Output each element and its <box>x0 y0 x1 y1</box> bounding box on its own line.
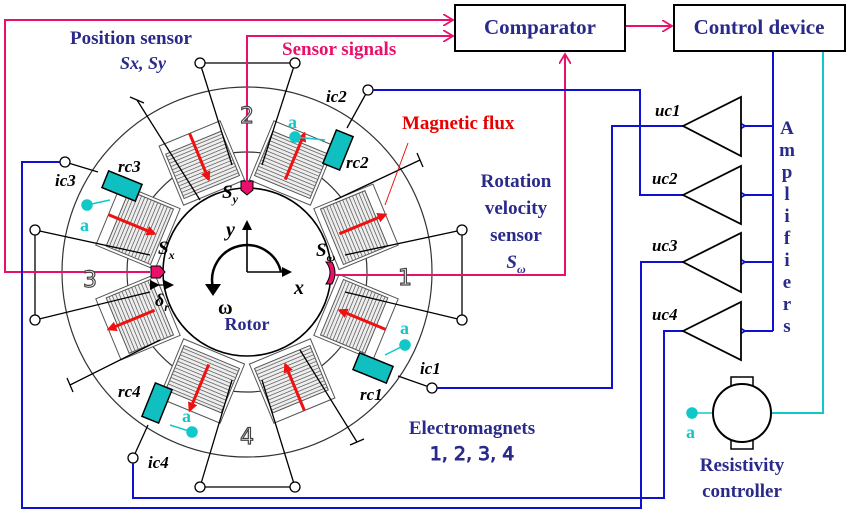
ic2-label: ic2 <box>326 87 347 106</box>
amplifier-1 <box>681 95 742 158</box>
control-device-box <box>673 4 846 52</box>
sensor-sx-icon <box>150 265 166 279</box>
rotation-label-2: velocity <box>485 198 548 219</box>
magnetic-flux-arrow <box>283 362 306 412</box>
ic4-label: ic4 <box>148 453 169 472</box>
ic1-label: ic1 <box>420 359 441 378</box>
rc1-label: rc1 <box>360 385 383 404</box>
resistor-wipers <box>81 131 713 438</box>
uc4-label: uc4 <box>652 305 678 324</box>
resistor-rc2 <box>321 128 355 172</box>
terminal-a-label: a <box>182 406 191 426</box>
sensor-s-omega-icon <box>324 261 336 285</box>
rc2-label: rc2 <box>346 153 369 172</box>
rc4-label: rc4 <box>118 382 141 401</box>
ic3-label: ic3 <box>55 171 76 190</box>
control-device-label: Control device <box>694 15 825 39</box>
resistor-rc3 <box>100 169 144 203</box>
rotation-symbol: Sω <box>506 252 526 276</box>
resistivity-controller-icon <box>712 376 772 450</box>
terminal-a-label: a <box>80 215 89 235</box>
circuit-labels: ic2 rc2 rc3 ic3 ic1 rc1 rc4 ic4 uc1 uc2 … <box>55 87 681 472</box>
rotation-label-3: sensor <box>490 225 542 246</box>
x-axis-label: x <box>293 277 304 299</box>
terminal-a-label: a <box>400 318 409 338</box>
electromagnet-2-number: 2 <box>240 104 254 129</box>
terminal-a-label: a <box>288 112 297 132</box>
magnetic-flux-arrow <box>338 213 388 236</box>
magnetic-flux-pointer <box>384 142 409 206</box>
resistivity-line <box>771 50 824 414</box>
rotation-arrowhead-icon <box>205 284 221 296</box>
rotation-label-1: Rotation <box>481 171 552 192</box>
uc3-label: uc3 <box>652 236 678 255</box>
comparator-label: Comparator <box>484 15 596 39</box>
amplifier-2 <box>680 164 742 226</box>
omega-label: ω <box>218 297 233 319</box>
amplifier-3 <box>681 231 742 294</box>
rotor-label: Rotor <box>225 314 270 334</box>
sx-label: Sx <box>158 238 175 262</box>
resistors <box>100 128 395 425</box>
terminals <box>29 57 468 493</box>
resistor-rc4 <box>140 381 174 425</box>
electromagnet-coils <box>95 120 399 424</box>
magnetic-flux-arrow <box>283 131 306 181</box>
sensor-signals-label: Sensor signals <box>282 39 396 60</box>
sensor-sy-icon <box>240 180 254 196</box>
comparator-box <box>454 4 626 52</box>
position-sensor-label: Position sensor <box>70 28 192 49</box>
magnetic-flux-arrow <box>188 363 211 413</box>
terminal-a-label: a <box>686 422 695 442</box>
magnetic-flux-arrow <box>337 308 387 331</box>
amplifier-4 <box>680 300 742 362</box>
magnetic-flux-arrow <box>107 213 157 236</box>
s-omega-label: Sω <box>316 240 336 264</box>
sensor-signal-lines <box>4 20 672 276</box>
electromagnet-4-number: 4 <box>240 425 254 450</box>
electromagnet-3-number: 3 <box>83 268 97 293</box>
resistivity-label-2: controller <box>702 481 782 502</box>
terminal-wires <box>34 62 463 488</box>
rc3-label: rc3 <box>118 157 141 176</box>
resistivity-label-1: Resistivity <box>700 455 785 476</box>
delta-r-label: δr <box>155 290 169 314</box>
magnetic-flux-arrow <box>106 308 156 331</box>
magnetic-flux-label: Magnetic flux <box>402 113 515 134</box>
electromagnet-numbers: 1, 2, 3, 4 <box>430 443 515 465</box>
amplifiers <box>680 95 742 362</box>
rotation-arc <box>210 243 283 289</box>
electromagnet-1-number: 1 <box>398 266 412 291</box>
uc2-label: uc2 <box>652 169 678 188</box>
uc1-label: uc1 <box>655 101 681 120</box>
electromagnets-label: Electromagnets <box>409 418 535 439</box>
terminal-a-labels: a a a a a <box>80 112 695 442</box>
position-sensor-symbols: Sx, Sy <box>120 53 167 73</box>
sy-label: Sy <box>222 182 239 206</box>
y-axis-label: y <box>224 219 235 241</box>
resistor-rc1 <box>351 351 395 385</box>
magnetic-flux-arrow <box>188 132 211 182</box>
control-lines <box>21 50 774 509</box>
